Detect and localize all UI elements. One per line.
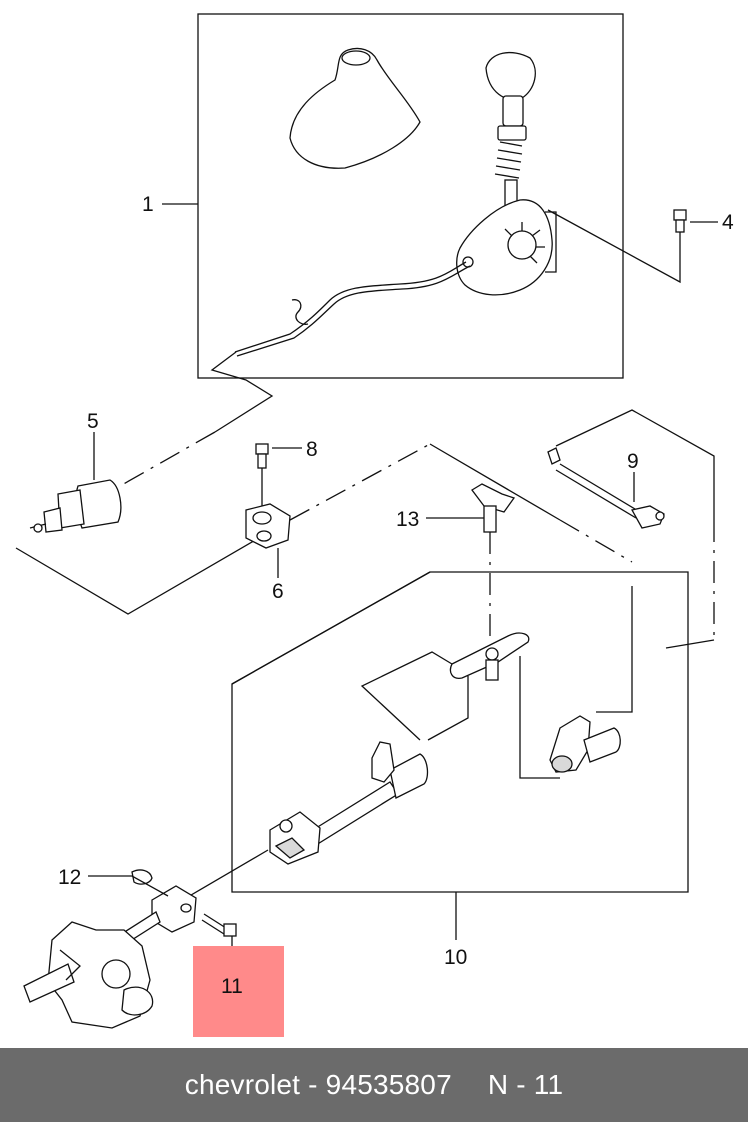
callout-5: 5 (87, 410, 99, 433)
shift-lever-upper (502, 95, 524, 127)
lower-linkage-line (185, 849, 269, 899)
group-frame-5-6 (15, 519, 291, 615)
bolt-4 (673, 209, 687, 233)
assembly-1-box (197, 13, 624, 379)
footer-page-ref: N - 11 (487, 1069, 564, 1100)
shift-boot-opening (341, 50, 371, 66)
shift-knob (485, 51, 536, 101)
pin-13 (471, 483, 516, 533)
leader-12 (88, 875, 169, 897)
linkage-post (485, 659, 499, 681)
footer-part-number: 94535807 (325, 1069, 452, 1100)
callout-12: 12 (58, 866, 81, 889)
callout-9: 9 (627, 450, 639, 473)
callout-1: 1 (142, 193, 154, 216)
group-frame-10-dash-a (559, 519, 633, 563)
assembly-10-diag (231, 571, 431, 685)
select-frame-top (596, 586, 633, 713)
callout-8: 8 (306, 438, 318, 461)
footer-bar: chevrolet - 94535807 N - 11 (0, 1048, 748, 1122)
linkage-arm (427, 676, 469, 741)
group-frame-9 (555, 409, 715, 520)
lower-clamp (151, 885, 197, 933)
callout-13: 13 (396, 508, 419, 531)
linkage-frame (360, 651, 453, 741)
select-lever (549, 715, 621, 773)
callout-4: 4 (722, 211, 734, 234)
footer-separator: - (308, 1069, 318, 1100)
bolt-11 (201, 913, 237, 937)
cable-routing-line (210, 351, 274, 433)
leader-4-frame (547, 209, 681, 284)
footer-brand: chevrolet (184, 1069, 301, 1100)
shifter-housing (456, 199, 553, 296)
highlight-box-11 (193, 946, 284, 1037)
group-frame-10-outer (429, 443, 561, 521)
shift-boot (289, 47, 421, 169)
cable-routing-dash (119, 431, 216, 487)
callout-6: 6 (272, 580, 284, 603)
bracket-6 (245, 503, 291, 549)
cable-break-mark (291, 299, 309, 325)
clip-12 (131, 869, 153, 885)
parts-diagram: 1 4 5 8 6 (15, 13, 734, 1029)
link-rod-9 (547, 447, 665, 529)
shifter-pivot (507, 230, 537, 260)
transmission-housing (23, 921, 154, 1029)
shifter-ribs (504, 222, 545, 264)
callout-10: 10 (444, 946, 467, 969)
group-frame-9-lower (665, 639, 715, 649)
shift-finger (371, 741, 395, 783)
shift-yoke (269, 811, 321, 865)
shift-lever-spring (494, 141, 523, 179)
group-frame-5-6-dash (289, 443, 431, 521)
select-frame (519, 656, 560, 779)
cable-end-5 (29, 479, 122, 533)
shift-cable-inner (236, 265, 471, 357)
shift-lever-collar (497, 125, 527, 141)
bolt-8 (255, 443, 269, 469)
shifter-cable-eye (462, 256, 474, 268)
linkage-pivot (485, 647, 499, 661)
shift-shaft-ext (389, 753, 429, 799)
shift-cable (234, 261, 467, 353)
